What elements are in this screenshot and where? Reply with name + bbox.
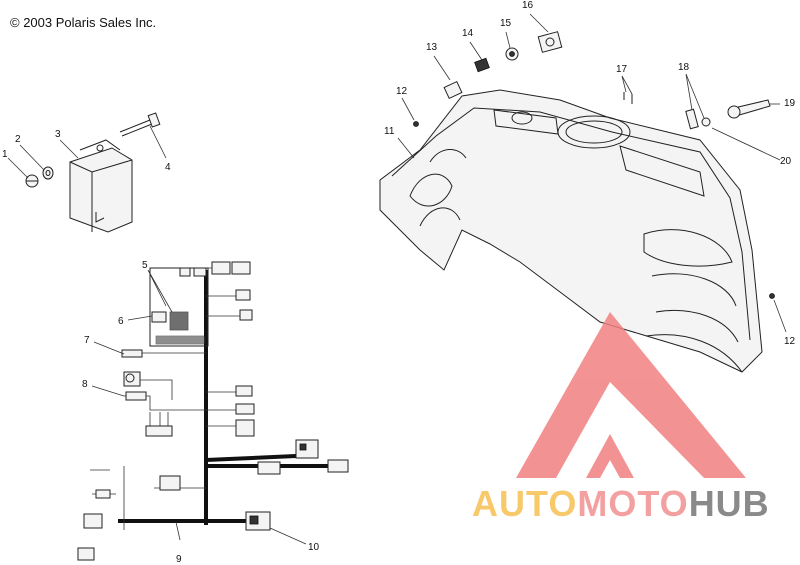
- callout-16: 16: [522, 0, 534, 11]
- callout-7: 7: [84, 335, 90, 346]
- watermark-logo: [516, 312, 746, 478]
- control-module-assembly: [7, 112, 167, 233]
- wiring-harness: [77, 261, 349, 561]
- watermark-moto: MOTO: [577, 483, 688, 524]
- watermark-auto: AUTO: [472, 483, 577, 524]
- watermark-brand: AUTOMOTOHUB: [472, 483, 770, 524]
- callout-20: 20: [780, 156, 792, 167]
- callout-14: 14: [462, 28, 474, 39]
- callout-12: 12: [396, 86, 408, 97]
- callout-15: 15: [500, 18, 512, 29]
- callout-17: 17: [616, 64, 628, 75]
- callout-19: 19: [784, 98, 796, 109]
- watermark-hub: HUB: [689, 483, 770, 524]
- callout-13: 13: [426, 42, 438, 53]
- callout-6: 6: [118, 316, 124, 327]
- callout-3: 3: [55, 129, 61, 140]
- callout-2: 2: [15, 134, 21, 145]
- callout-4: 4: [165, 162, 171, 173]
- callout-12b: 12: [784, 336, 796, 347]
- callout-8: 8: [82, 379, 88, 390]
- callout-5: 5: [142, 260, 148, 271]
- callout-11: 11: [384, 126, 395, 137]
- dashboard-panel: [379, 13, 787, 373]
- copyright-text: © 2003 Polaris Sales Inc.: [10, 15, 156, 30]
- callout-1: 1: [2, 149, 8, 160]
- callout-10: 10: [308, 542, 320, 553]
- callout-9: 9: [176, 554, 182, 565]
- callout-18: 18: [678, 62, 690, 73]
